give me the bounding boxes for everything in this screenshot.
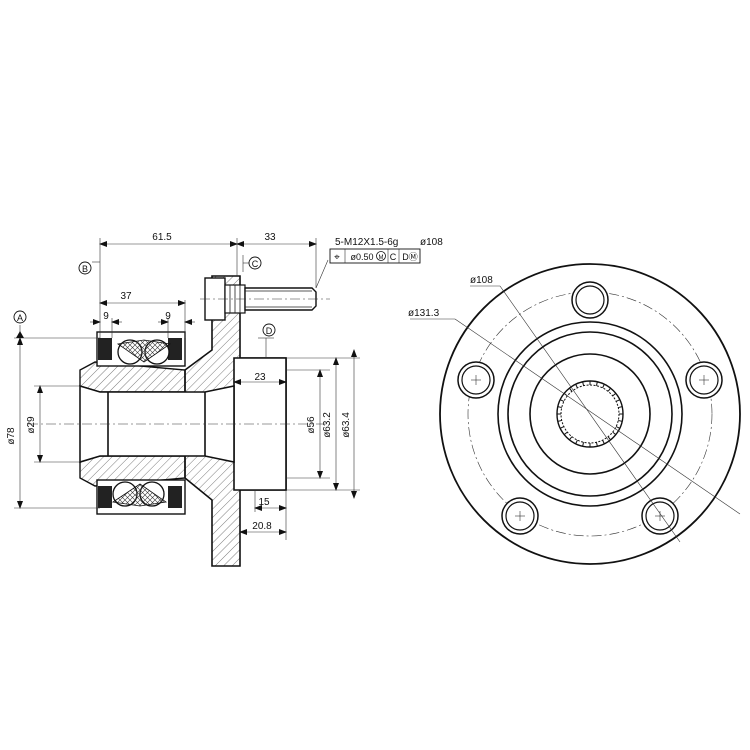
seal-lower-left xyxy=(98,486,112,508)
svg-text:B: B xyxy=(82,264,88,274)
dim-phi29: ø29 xyxy=(26,416,37,434)
spline-tooth xyxy=(607,387,611,392)
stud-hole-4 xyxy=(501,497,539,535)
hub-ring-mid xyxy=(507,331,673,497)
spline-tooth xyxy=(569,436,573,441)
dim-phi63-4: ø63.4 xyxy=(341,412,352,438)
spline-tooth xyxy=(582,381,585,386)
spline-tooth xyxy=(612,393,617,397)
spline-tooth xyxy=(575,439,578,444)
datum-d: D xyxy=(258,323,276,358)
spline-tooth xyxy=(602,384,605,389)
dim-61-5: 61.5 xyxy=(152,232,172,243)
spline-teeth xyxy=(557,381,623,447)
stud-hole-2 xyxy=(685,361,723,399)
dim-phi108: ø108 xyxy=(470,275,493,286)
spline-tooth xyxy=(602,439,605,444)
dim-phi56: ø56 xyxy=(306,416,317,434)
spline-tooth xyxy=(615,426,620,429)
svg-text:A: A xyxy=(17,313,23,323)
position-tol-symbol: ⌖ xyxy=(334,252,340,263)
spline-tooth xyxy=(557,419,562,422)
section-dimensions: 61.5 33 37 9 9 ø78 ø29 23 xyxy=(6,232,443,540)
section-view xyxy=(28,275,330,567)
spline-tooth xyxy=(557,406,562,409)
cage-lower xyxy=(111,483,168,507)
spline-tooth xyxy=(595,381,598,386)
dim-23: 23 xyxy=(254,372,266,383)
spline-tooth xyxy=(618,406,623,409)
datum-c: C xyxy=(242,255,262,272)
thread-callout: 5-M12X1.5-6g ø108 ⌖ ø0.50 M C DⓂ xyxy=(315,237,443,289)
dim-15: 15 xyxy=(258,497,270,508)
dim-37: 37 xyxy=(120,291,132,302)
thread-spec: 5-M12X1.5-6g xyxy=(335,237,398,248)
spline-tooth xyxy=(560,426,565,429)
dim-phi78: ø78 xyxy=(6,427,17,445)
dim-20-8: 20.8 xyxy=(252,521,272,532)
seal-upper-left xyxy=(98,338,112,360)
position-tol-value: ø0.50 xyxy=(350,252,373,262)
front-view: ø108 ø131.3 xyxy=(408,263,741,565)
dim-9-right: 9 xyxy=(165,311,171,322)
dim-phi131-3: ø131.3 xyxy=(408,308,440,319)
tol-modifier-m: M xyxy=(379,255,384,261)
stud-hole-3 xyxy=(641,497,679,535)
dim-9-left: 9 xyxy=(103,311,109,322)
stud-hole-1 xyxy=(571,281,609,319)
spline-tooth xyxy=(560,399,565,402)
hub-ring-inner xyxy=(529,353,651,475)
svg-text:D: D xyxy=(266,326,273,336)
datum-ref-dm: DⓂ xyxy=(402,252,418,262)
datum-ref-c: C xyxy=(390,252,397,262)
spline-tooth xyxy=(563,431,568,435)
seal-upper-right xyxy=(168,338,182,360)
seal-lower-right xyxy=(168,486,182,508)
spline-tooth xyxy=(615,399,620,402)
spline-tooth xyxy=(582,442,585,447)
spline-tooth xyxy=(595,442,598,447)
svg-text:C: C xyxy=(252,259,259,269)
datum-a: A xyxy=(13,310,27,338)
stud-hole-5 xyxy=(457,361,495,399)
dim-33: 33 xyxy=(264,232,276,243)
spline-tooth xyxy=(569,387,573,392)
thread-pcd: ø108 xyxy=(420,237,443,248)
hub-ring-outer xyxy=(497,321,683,507)
cage-upper xyxy=(116,339,172,363)
spline-tooth xyxy=(607,436,611,441)
bolt-circle-108 xyxy=(467,291,713,537)
spline-tooth xyxy=(618,419,623,422)
dim-phi63-2: ø63.2 xyxy=(322,412,333,438)
spline-tooth xyxy=(575,384,578,389)
datum-b: B xyxy=(78,261,100,275)
spline-tooth xyxy=(612,431,617,435)
